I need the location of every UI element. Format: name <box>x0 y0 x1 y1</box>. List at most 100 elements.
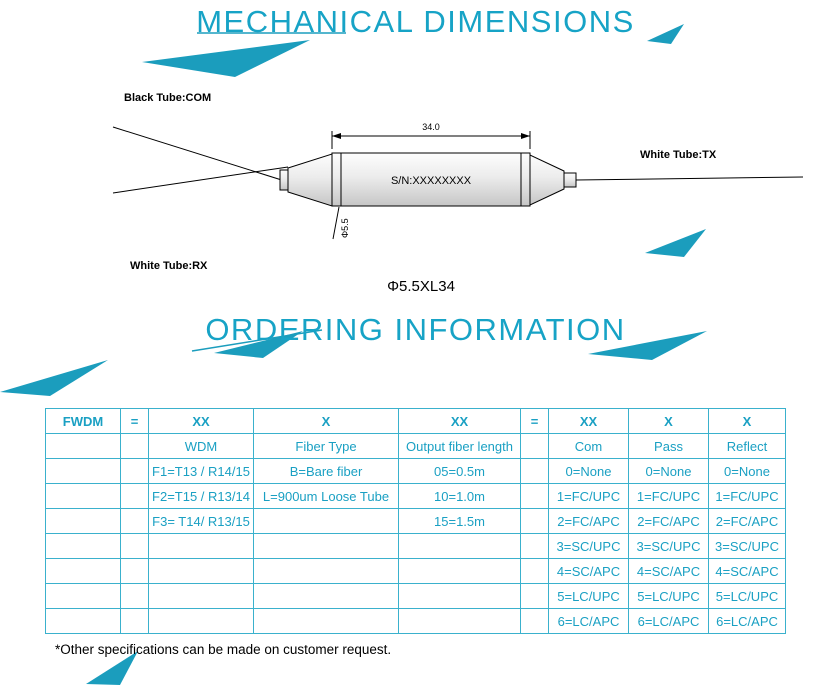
table-cell: 5=LC/UPC <box>708 583 786 609</box>
table-cell <box>253 533 399 559</box>
table-cell: 1=FC/UPC <box>708 483 786 509</box>
table-cell <box>148 558 254 584</box>
table-cell: Fiber Type <box>253 433 399 459</box>
device-drawing <box>112 126 804 240</box>
table-cell <box>148 533 254 559</box>
length-dimension-text: 34.0 <box>422 122 440 132</box>
table-cell: 2=FC/APC <box>548 508 629 534</box>
footer-note: *Other specifications can be made on cus… <box>55 642 392 657</box>
table-cell: XX <box>398 408 521 434</box>
table-cell <box>45 433 121 459</box>
table-cell: F3= T14/ R13/15 <box>148 508 254 534</box>
table-cell: 2=FC/APC <box>708 508 786 534</box>
table-cell <box>45 583 121 609</box>
table-cell <box>45 508 121 534</box>
table-cell: 4=SC/APC <box>628 558 709 584</box>
table-cell <box>253 558 399 584</box>
left-boot <box>287 153 333 207</box>
table-cell: 2=FC/APC <box>628 508 709 534</box>
table-cell: 3=SC/UPC <box>708 533 786 559</box>
table-cell <box>520 533 549 559</box>
table-cell <box>120 483 149 509</box>
table-cell: 4=SC/APC <box>708 558 786 584</box>
table-cell <box>520 458 549 484</box>
decor-arrow-top-left <box>142 40 310 77</box>
table-cell <box>120 558 149 584</box>
table-cell <box>520 558 549 584</box>
dim-arrow-left <box>332 133 341 139</box>
black-tube-com-label: Black Tube:COM <box>124 92 211 104</box>
table-cell: B=Bare fiber <box>253 458 399 484</box>
table-cell <box>253 508 399 534</box>
table-cell: 4=SC/APC <box>548 558 629 584</box>
table-cell: 3=SC/UPC <box>628 533 709 559</box>
table-cell <box>398 533 521 559</box>
table-cell <box>398 558 521 584</box>
table-cell <box>120 608 149 634</box>
table-cell: 1=FC/UPC <box>548 483 629 509</box>
table-cell: 6=LC/APC <box>628 608 709 634</box>
table-cell <box>520 583 549 609</box>
table-cell: 15=1.5m <box>398 508 521 534</box>
table-cell: FWDM <box>45 408 121 434</box>
section-title-ordering: ORDERING INFORMATION <box>205 312 626 347</box>
table-cell: 10=1.0m <box>398 483 521 509</box>
table-cell: 5=LC/UPC <box>548 583 629 609</box>
serial-number-text: S/N:XXXXXXXX <box>391 175 472 187</box>
table-cell <box>45 533 121 559</box>
table-cell: 0=None <box>548 458 629 484</box>
table-cell: Pass <box>628 433 709 459</box>
table-cell <box>45 558 121 584</box>
table-cell: F1=T13 / R14/15 <box>148 458 254 484</box>
section-title-mechanical: MECHANICAL DIMENSIONS <box>196 4 635 39</box>
table-cell <box>520 433 549 459</box>
fiber-line-rx <box>112 166 289 194</box>
table-cell: = <box>520 408 549 434</box>
table-cell: Com <box>548 433 629 459</box>
diameter-leader <box>332 206 340 240</box>
left-tip <box>279 169 289 191</box>
right-tip <box>563 172 577 188</box>
table-cell: XX <box>548 408 629 434</box>
fiber-line-tx <box>575 176 804 181</box>
white-tube-rx-label: White Tube:RX <box>130 260 208 272</box>
table-cell: X <box>708 408 786 434</box>
white-tube-tx-label: White Tube:TX <box>640 149 717 161</box>
table-cell: Output fiber length <box>398 433 521 459</box>
cylinder-body <box>331 152 531 207</box>
table-cell: 6=LC/APC <box>708 608 786 634</box>
table-cell <box>520 483 549 509</box>
table-cell: X <box>628 408 709 434</box>
table-cell <box>520 608 549 634</box>
table-cell: 3=SC/UPC <box>548 533 629 559</box>
table-cell <box>398 583 521 609</box>
table-cell <box>120 458 149 484</box>
table-cell: 05=0.5m <box>398 458 521 484</box>
table-cell <box>148 608 254 634</box>
table-cell: XX <box>148 408 254 434</box>
table-cell <box>120 533 149 559</box>
table-cell <box>120 433 149 459</box>
table-cell <box>120 583 149 609</box>
decor-arrow-mid-right <box>645 229 706 257</box>
table-cell: 0=None <box>628 458 709 484</box>
fiber-line-com <box>112 126 289 183</box>
table-cell <box>253 583 399 609</box>
table-cell <box>45 483 121 509</box>
diameter-dimension-text: Φ5.5 <box>340 218 350 238</box>
table-cell: Reflect <box>708 433 786 459</box>
table-cell <box>398 608 521 634</box>
table-cell: WDM <box>148 433 254 459</box>
table-cell: 1=FC/UPC <box>628 483 709 509</box>
table-cell: = <box>120 408 149 434</box>
table-cell <box>45 458 121 484</box>
